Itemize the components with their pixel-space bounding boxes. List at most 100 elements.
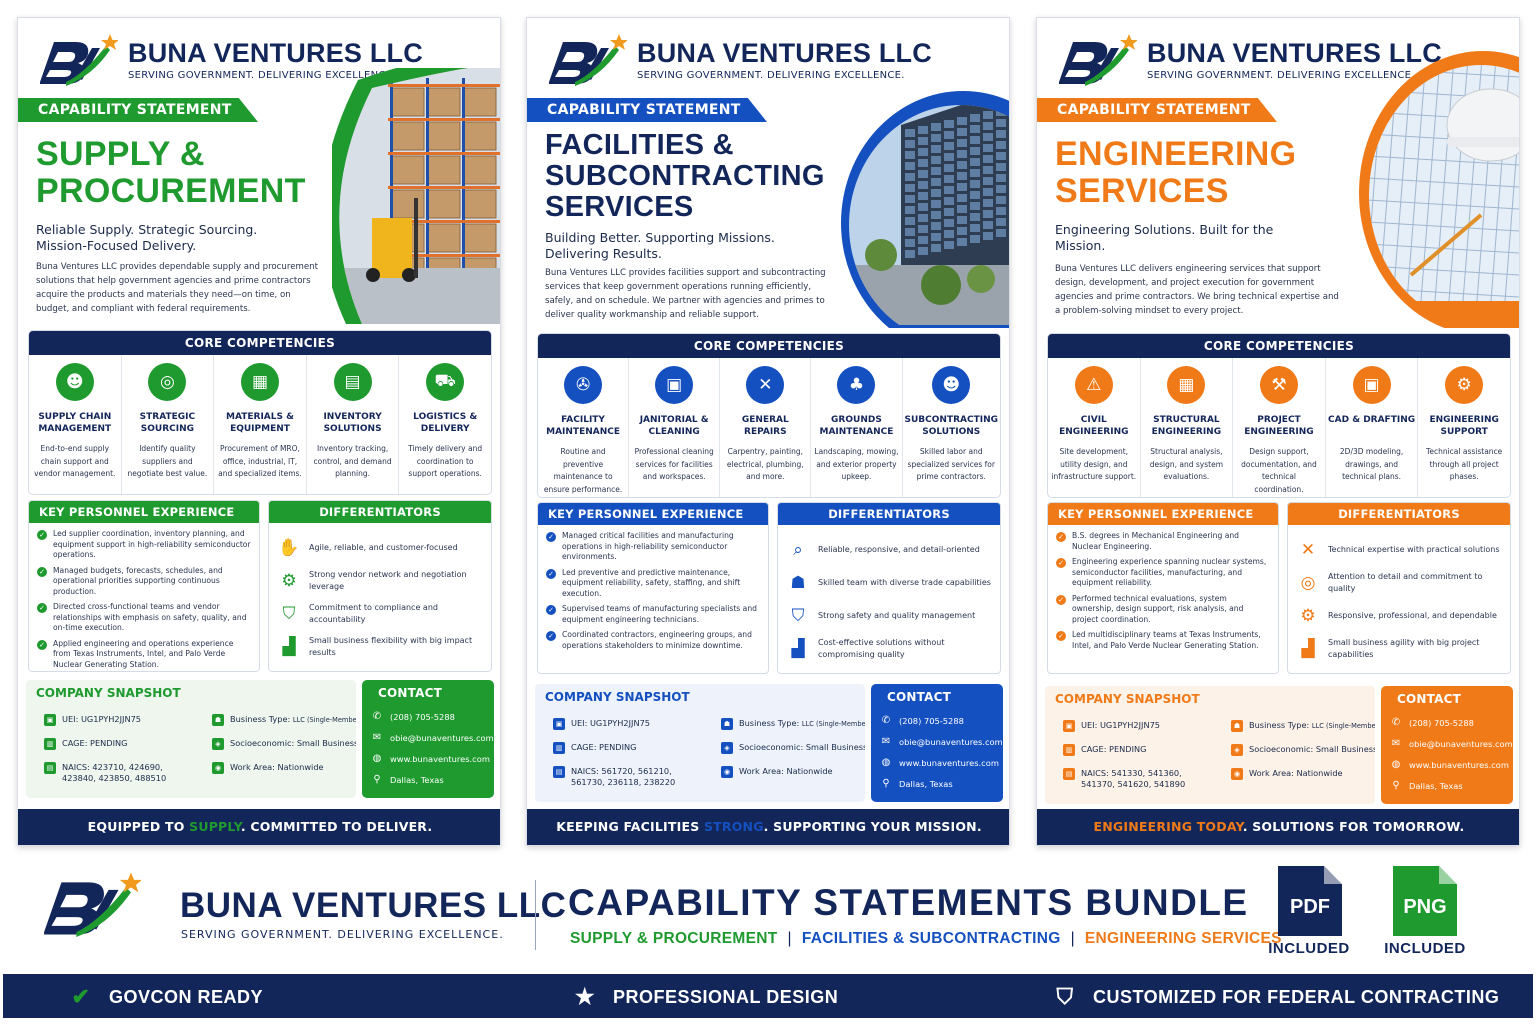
document-icon: ▤ bbox=[553, 766, 565, 778]
competency-desc: Technical assistance through all project… bbox=[1426, 447, 1503, 481]
sheet-subtitle: Building Better. Supporting Missions. De… bbox=[545, 230, 775, 261]
contact-location[interactable]: ⚲Dallas, Texas bbox=[1381, 775, 1513, 796]
sheet-title: SUPPLY & PROCUREMENT bbox=[36, 135, 306, 210]
snapshot-cage-text: CAGE: PENDING bbox=[62, 738, 128, 748]
brand-name: BUNA VENTURES LLC bbox=[1147, 38, 1442, 68]
key-personnel: KEY PERSONNEL EXPERIENCE✓B.S. degrees in… bbox=[1047, 502, 1279, 674]
differentiator-item: ⌕Reliable, responsive, and detail-orient… bbox=[778, 533, 1000, 566]
contact-phone[interactable]: ✆(208) 705-5288 bbox=[362, 706, 494, 727]
sheet-title: FACILITIES & SUBCONTRACTING SERVICES bbox=[545, 129, 825, 223]
globe-icon: ◉ bbox=[212, 762, 224, 774]
png-file-icon: PNG bbox=[1393, 866, 1457, 936]
list-item: ✓Performed technical evaluations, system… bbox=[1056, 594, 1270, 626]
sheet-subtitle: Reliable Supply. Strategic Sourcing. Mis… bbox=[36, 222, 258, 253]
list-item: ✓Directed cross-functional teams and ven… bbox=[37, 602, 251, 634]
competency-name: JANITORIAL & CLEANING bbox=[639, 415, 709, 437]
badge-icon: ◈ bbox=[721, 742, 733, 754]
building-icon: ▥ bbox=[1063, 744, 1075, 756]
contact-location[interactable]: ⚲Dallas, Texas bbox=[871, 773, 1003, 794]
capability-ribbon: CAPABILITY STATEMENT bbox=[527, 98, 767, 122]
brand-logo-large bbox=[20, 870, 160, 942]
check-icon: ✓ bbox=[1056, 631, 1066, 641]
snapshot-business-type: ☗Business Type: LLC (Single-Member) bbox=[1231, 720, 1375, 732]
sheet-footer: EQUIPPED TO SUPPLY. COMMITTED TO DELIVER… bbox=[18, 809, 500, 845]
differentiators-title: DIFFERENTIATORS bbox=[1288, 503, 1510, 525]
person-icon: ☗ bbox=[1231, 720, 1243, 732]
contact-location-text: Dallas, Texas bbox=[899, 778, 953, 789]
snapshot-uei-text: UEI: UG1PYH2JJN75 bbox=[1081, 720, 1160, 730]
checkmark-icon: ✔ bbox=[71, 984, 91, 1009]
snapshot-naics: ▤NAICS: 423710, 424690, 423840, 423850, … bbox=[44, 762, 194, 784]
sheet-intro: Buna Ventures LLC provides dependable su… bbox=[36, 262, 318, 314]
differentiator-item: ⚙Responsive, professional, and dependabl… bbox=[1288, 599, 1510, 632]
feature-federal: ⛉CUSTOMIZED FOR FEDERAL CONTRACTING bbox=[1051, 984, 1499, 1010]
snapshot-naics: ▤NAICS: 541330, 541360, 541370, 541620, … bbox=[1063, 768, 1213, 790]
key-personnel-text: B.S. degrees in Mechanical Engineering a… bbox=[1072, 531, 1239, 551]
business-type-label: Business Type: bbox=[230, 714, 291, 724]
contact-box: CONTACT✆(208) 705-5288✉obie@bunaventures… bbox=[871, 684, 1003, 802]
feature-federal-label: CUSTOMIZED FOR FEDERAL CONTRACTING bbox=[1093, 986, 1500, 1007]
key-personnel-text: Engineering experience spanning nuclear … bbox=[1072, 557, 1267, 587]
competency-desc: Timely delivery and coordination to supp… bbox=[408, 444, 483, 478]
snapshot-cage: ▥CAGE: PENDING bbox=[1063, 744, 1213, 756]
contact-location[interactable]: ⚲Dallas, Texas bbox=[362, 769, 494, 790]
business-type-label: Business Type: bbox=[1249, 720, 1310, 730]
bundle-sub-engineering: ENGINEERING SERVICES bbox=[1084, 930, 1282, 947]
bundle-sub-facilities: FACILITIES & SUBCONTRACTING bbox=[801, 930, 1061, 947]
badge-icon: ◈ bbox=[212, 738, 224, 750]
snapshot-uei: ▣UEI: UG1PYH2JJN75 bbox=[1063, 720, 1213, 732]
snapshot-socio-text: Socioeconomic: Small Business bbox=[230, 738, 356, 748]
email-icon: ✉ bbox=[372, 732, 382, 743]
brand-tagline: SERVING GOVERNMENT. DELIVERING EXCELLENC… bbox=[128, 70, 396, 81]
differentiator-text: Strong safety and quality management bbox=[818, 610, 976, 620]
contact-email[interactable]: ✉obie@bunaventures.com bbox=[871, 731, 1003, 752]
phone-icon: ✆ bbox=[1391, 717, 1401, 728]
project-icon: ⚒ bbox=[1259, 366, 1298, 404]
brand-name: BUNA VENTURES LLC bbox=[128, 38, 423, 68]
building-icon: ▥ bbox=[44, 738, 56, 750]
feature-govcon: ✔GOVCON READY bbox=[67, 984, 263, 1010]
key-personnel-text: Directed cross-functional teams and vend… bbox=[53, 602, 247, 632]
contact-email[interactable]: ✉obie@bunaventures.com bbox=[362, 727, 494, 748]
snapshot-socio: ◈ Socioeconomic: Small Business bbox=[212, 738, 356, 750]
capability-ribbon: CAPABILITY STATEMENT bbox=[18, 98, 258, 122]
sheet-intro: Buna Ventures LLC delivers engineering s… bbox=[1055, 264, 1339, 316]
contact-email[interactable]: ✉obie@bunaventures.com bbox=[1381, 733, 1513, 754]
competency-desc: Routine and preventive maintenance to en… bbox=[543, 447, 623, 494]
competency-desc: Site development, utility design, and in… bbox=[1051, 447, 1137, 481]
snapshot-area-text: Work Area: Nationwide bbox=[1249, 768, 1343, 778]
handshake-icon: ✋ bbox=[278, 537, 300, 558]
company-snapshot: COMPANY SNAPSHOT▣UEI: UG1PYH2JJN75▥CAGE:… bbox=[535, 684, 865, 802]
contact-web[interactable]: ◍www.bunaventures.com bbox=[1381, 754, 1513, 775]
target-icon: ◎ bbox=[1300, 572, 1316, 593]
contact-phone[interactable]: ✆(208) 705-5288 bbox=[1381, 712, 1513, 733]
business-type-label: Business Type: bbox=[739, 718, 800, 728]
growth-chart-icon: ▟ bbox=[282, 636, 296, 657]
banner-brand-tagline: SERVING GOVERNMENT. DELIVERING EXCELLENC… bbox=[181, 928, 504, 941]
bar-chart-icon: ▟ bbox=[791, 638, 805, 659]
snapshot-naics-text: NAICS: 561720, 561210, 561730, 236118, 2… bbox=[571, 766, 676, 787]
key-personnel: KEY PERSONNEL EXPERIENCE✓Managed critica… bbox=[537, 502, 769, 674]
phone-icon: ✆ bbox=[372, 711, 382, 722]
team-icon: ☻ bbox=[55, 363, 94, 401]
snapshot-uei: ▣UEI: UG1PYH2JJN75 bbox=[553, 718, 703, 730]
differentiator-item: ⚙Strong vendor network and negotiation l… bbox=[269, 564, 491, 597]
competency-name: SUPPLY CHAIN MANAGEMENT bbox=[38, 412, 112, 434]
contact-web[interactable]: ◍www.bunaventures.com bbox=[362, 748, 494, 769]
differentiators: DIFFERENTIATORS✕Technical expertise with… bbox=[1287, 502, 1511, 674]
key-personnel-title: KEY PERSONNEL EXPERIENCE bbox=[538, 503, 768, 525]
list-item: ✓Applied engineering and operations expe… bbox=[37, 639, 251, 671]
footer-highlight: STRONG bbox=[703, 819, 764, 834]
competency-name: GROUNDS MAINTENANCE bbox=[819, 415, 894, 437]
contact-web[interactable]: ◍www.bunaventures.com bbox=[871, 752, 1003, 773]
sheet-footer: KEEPING FACILITIES STRONG. SUPPORTING YO… bbox=[527, 809, 1009, 845]
contact-email-text: obie@bunaventures.com bbox=[1409, 738, 1513, 749]
competency-name: MATERIALS & EQUIPMENT bbox=[226, 412, 294, 434]
star-icon: ★ bbox=[574, 984, 596, 1009]
check-icon: ✓ bbox=[37, 566, 47, 577]
contact-phone[interactable]: ✆(208) 705-5288 bbox=[871, 710, 1003, 731]
